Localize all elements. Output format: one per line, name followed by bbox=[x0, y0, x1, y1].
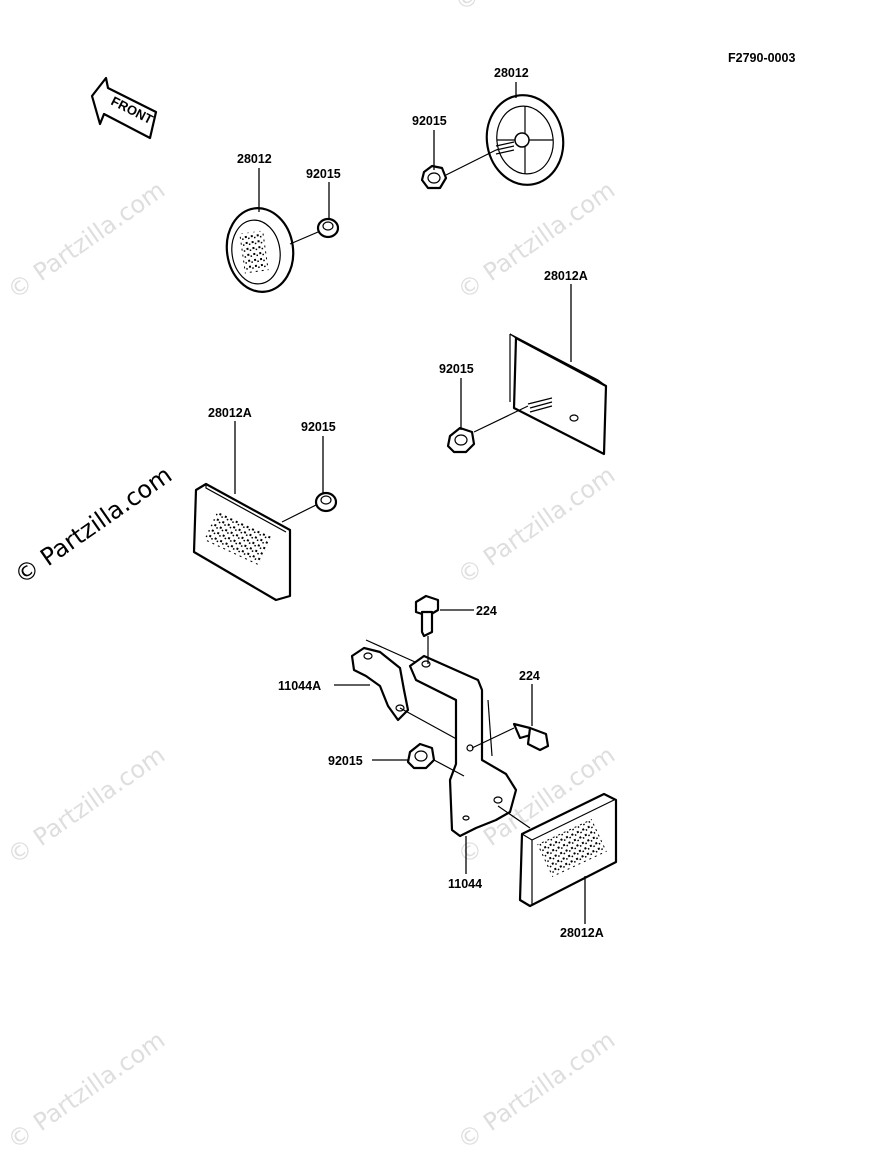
callout-c9: 224 bbox=[476, 604, 497, 618]
nut-92015-mid-right bbox=[446, 426, 476, 454]
watermark-text: © Partzilla.com bbox=[452, 1026, 620, 1155]
callout-c11: 224 bbox=[519, 669, 540, 683]
watermark-text: © Partzilla.com bbox=[2, 176, 170, 305]
callout-c2: 92015 bbox=[306, 167, 341, 181]
callout-c13: 11044 bbox=[448, 877, 482, 891]
callout-c4: 92015 bbox=[412, 114, 447, 128]
rect-reflector-left bbox=[192, 482, 319, 602]
watermark-text: © Partzilla.com bbox=[452, 176, 620, 305]
rect-reflector-upper-right bbox=[473, 333, 608, 456]
callout-labels: 28012 92015 28012 92015 28012A 92015 280… bbox=[208, 66, 604, 940]
nut-92015-bracket bbox=[406, 742, 465, 777]
bolt-224-right bbox=[471, 722, 550, 752]
diagram-code: F2790-0003 bbox=[728, 51, 795, 65]
callout-c8: 92015 bbox=[301, 420, 336, 434]
round-reflector-right bbox=[445, 94, 565, 186]
callout-c6: 92015 bbox=[439, 362, 474, 376]
watermark-text: © Partzilla.com bbox=[449, 0, 617, 17]
callout-c1: 28012 bbox=[237, 152, 272, 166]
callout-c14: 28012A bbox=[560, 926, 604, 940]
front-arrow-icon: FRONT bbox=[90, 76, 158, 140]
callout-c3: 28012 bbox=[494, 66, 529, 80]
rect-reflector-lower-right bbox=[497, 792, 618, 908]
watermark-text: © Partzilla.com bbox=[2, 741, 170, 870]
nut-92015-left bbox=[316, 217, 340, 239]
watermark-text: © Partzilla.com bbox=[452, 461, 620, 590]
nut-92015-mid-left bbox=[314, 491, 338, 513]
bracket-11044 bbox=[408, 654, 518, 838]
callout-c5: 28012A bbox=[544, 269, 588, 283]
callout-c10: 11044A bbox=[278, 679, 321, 693]
callout-c7: 28012A bbox=[208, 406, 252, 420]
watermark-text-large: © Partzilla.com bbox=[9, 461, 177, 590]
round-reflector-left bbox=[225, 207, 319, 293]
callout-c12: 92015 bbox=[328, 754, 363, 768]
watermark-text: © Partzilla.com bbox=[2, 1026, 170, 1155]
bolt-224-top bbox=[414, 594, 440, 664]
leader-lines bbox=[234, 82, 586, 924]
